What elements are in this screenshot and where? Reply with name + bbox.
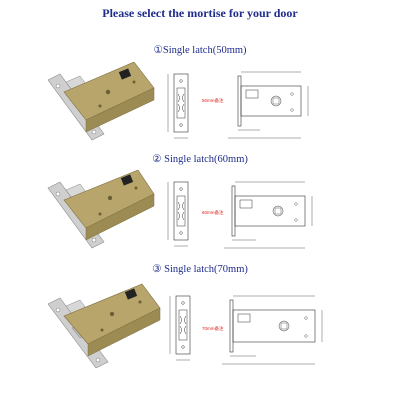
section-heading-60mm: ② Single latch(60mm) [152,154,248,165]
product-row-60mm: 60mm备注 [0,168,400,254]
latch-photo-50mm [47,62,155,141]
backset-label-50mm: 50mm备注 [202,97,224,104]
side-drawing-50mm: 50mm备注 [202,71,309,139]
faceplate-drawing-70mm [169,295,191,361]
latch-photo-70mm [47,283,161,369]
faceplate-drawing-50mm [167,73,189,139]
side-drawing-70mm: 70mm备注 [202,295,323,365]
product-row-70mm: 70mm备注 [0,280,400,369]
backset-label-60mm: 60mm备注 [202,209,224,216]
section-heading-50mm: ①Single latch(50mm) [153,45,247,56]
latch-photo-60mm [47,170,155,249]
section-heading-70mm: ③ Single latch(70mm) [152,264,248,275]
side-drawing-60mm: 60mm备注 [202,181,313,249]
backset-label-70mm: 70mm备注 [202,325,224,332]
product-row-50mm: 50mm备注 [0,60,400,146]
faceplate-drawing-60mm [167,181,189,247]
page-title: Please select the mortise for your door [102,6,298,20]
